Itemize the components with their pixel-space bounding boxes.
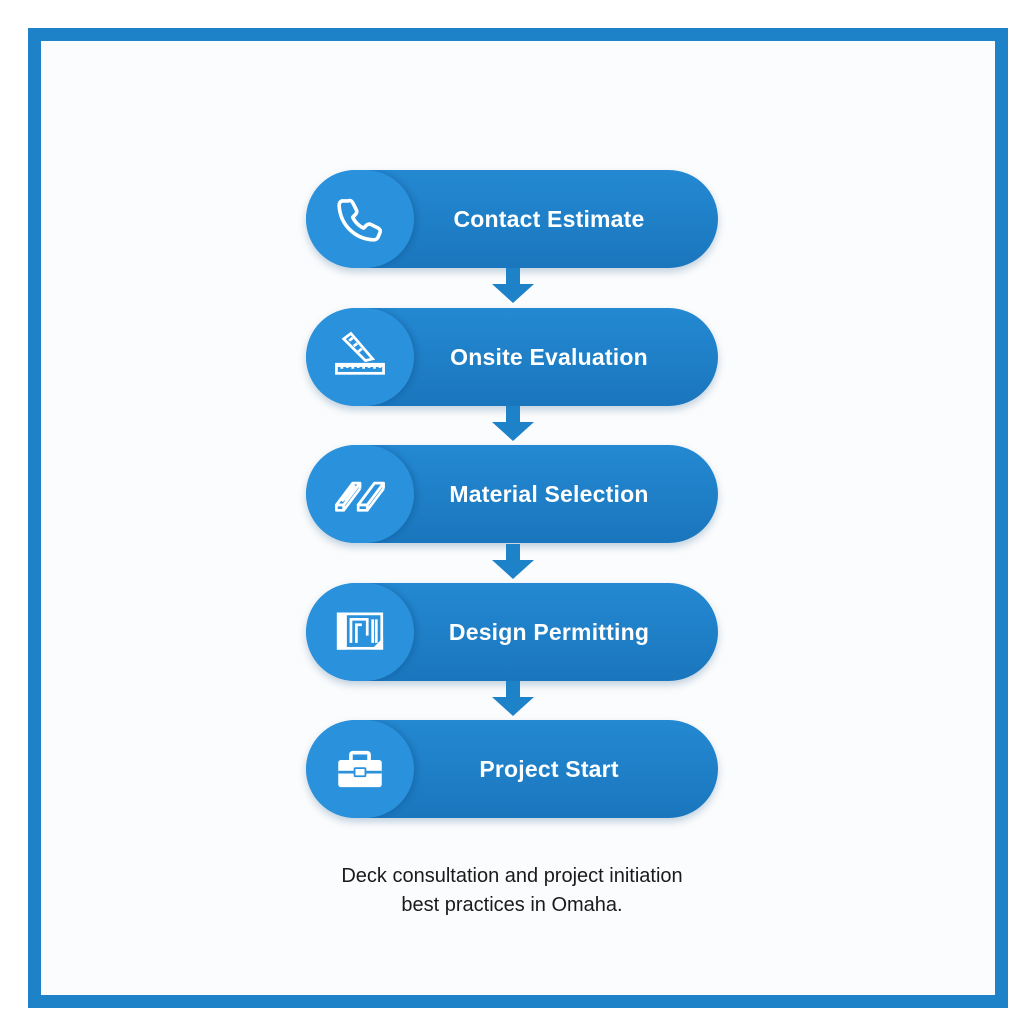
step-label: Material Selection [449, 480, 649, 507]
step-label: Contact Estimate [453, 205, 645, 232]
lumber-boards-icon [335, 481, 385, 512]
step-icon-badge [306, 308, 414, 406]
step-icon-badge [306, 720, 414, 818]
step-label: Onsite Evaluation [450, 343, 648, 370]
toolbox-icon [338, 750, 382, 788]
down-arrow-icon [492, 406, 534, 441]
step-material-selection: Material Selection [306, 445, 718, 543]
down-arrow-icon [492, 268, 534, 303]
step-contact-estimate: Contact Estimate [306, 170, 718, 268]
step-project-start: Project Start [306, 720, 718, 818]
step-label: Project Start [479, 755, 619, 782]
down-arrow-icon [492, 681, 534, 716]
caption-line-2: best practices in Omaha. [401, 894, 623, 916]
caption-line-1: Deck consultation and project initiation [341, 865, 683, 887]
step-icon-badge [306, 445, 414, 543]
step-design-permitting: Design Permitting [306, 583, 718, 681]
blueprint-plan-icon [336, 612, 384, 650]
phone-icon [337, 198, 383, 242]
step-label: Design Permitting [448, 618, 650, 645]
diagram-caption: Deck consultation and project initiation… [200, 862, 824, 920]
down-arrow-icon [492, 544, 534, 579]
ruler-measure-icon [335, 331, 385, 375]
step-icon-badge [306, 583, 414, 681]
step-onsite-evaluation: Onsite Evaluation [306, 308, 718, 406]
step-icon-badge [306, 170, 414, 268]
